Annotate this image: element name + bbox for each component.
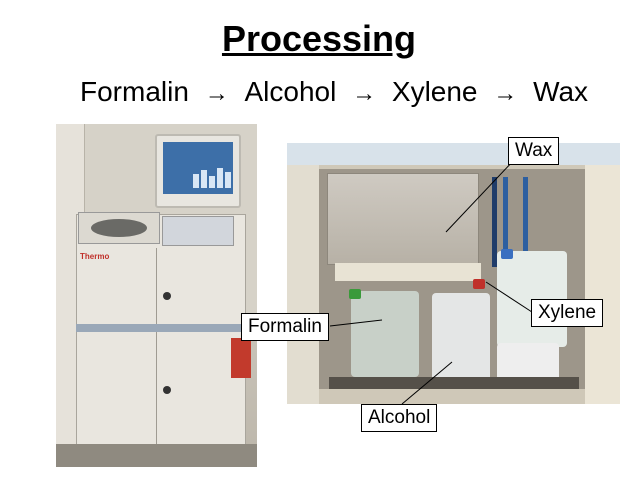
wax-label: Wax [508,137,560,165]
wax-bath [327,173,479,265]
formalin-container [351,291,419,377]
slide-title: Processing [221,18,417,59]
alcohol-label: Alcohol [361,404,438,432]
green-cap [349,289,361,299]
cabinet-right-door [585,165,620,404]
door-knob [163,386,171,394]
red-cap [473,279,485,289]
monitor [155,134,241,208]
arrow-icon: → [204,80,229,107]
brand-logo: Thermo [80,252,110,261]
tissue-processor-photo: Thermo [56,124,257,467]
control-panel [162,216,234,246]
arrow-icon: → [493,80,518,107]
hose [503,177,508,257]
reagent-cabinet-photo [287,143,620,404]
wax-tray [335,263,481,281]
floor [56,444,257,467]
hose [523,177,528,253]
door-knob [163,292,171,300]
cabinet-stripe [76,324,244,332]
formalin-label: Formalin [241,313,329,341]
monitor-screen [163,142,233,194]
blue-cap [501,249,513,259]
cabinet-floor [329,377,579,389]
step-alcohol: Alcohol [244,76,337,107]
xylene-label: Xylene [531,299,604,327]
process-sequence: Formalin → Alcohol → Xylene → Wax [80,76,638,108]
alcohol-container [432,293,490,381]
cabinet-left-door [287,165,319,404]
cabinet-top [287,143,620,165]
cabinet-door-split [156,248,157,444]
step-wax: Wax [533,76,589,107]
red-bag [231,338,251,378]
arrow-icon: → [352,80,377,107]
step-formalin: Formalin [80,76,189,107]
step-xylene: Xylene [391,76,478,107]
processor-lid [78,212,160,244]
